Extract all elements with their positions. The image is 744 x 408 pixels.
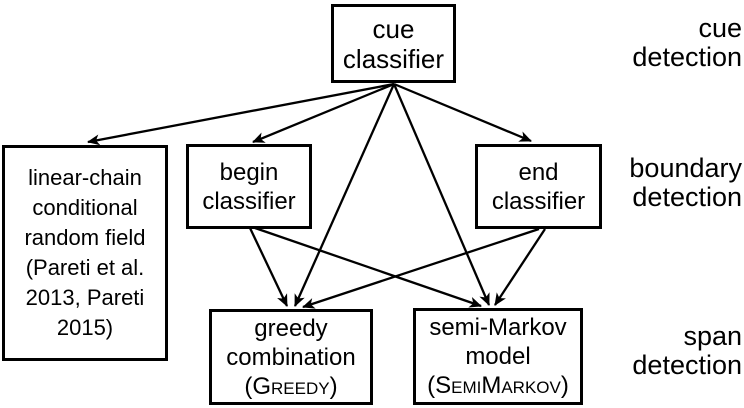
stage-label-span-detection: span detection [632, 322, 742, 380]
node-text-line: begin [219, 158, 279, 186]
arrow-begin-classifier-to-greedy-combination [248, 227, 289, 307]
stage-label-line: span [683, 321, 742, 351]
node-greedy-combination: greedy combination (Greedy) [209, 309, 373, 405]
node-text-line: 2015) [56, 315, 114, 340]
node-text-line: 2013, Pareti [25, 285, 145, 310]
node-text-line: greedy [254, 314, 328, 342]
node-text-line: combination [226, 343, 356, 371]
stage-label-boundary-detection: boundary detection [629, 154, 742, 212]
stage-label-line: boundary [629, 153, 742, 183]
node-text-line-smallcaps: (SemiMarkov) [427, 372, 569, 399]
node-text-line: classifier [342, 43, 445, 74]
node-text-line: classifier [491, 187, 586, 215]
node-text-line: (Pareti et al. [25, 255, 145, 280]
node-semi-markov-model: semi-Markov model (SemiMarkov) [413, 308, 583, 405]
stage-label-cue-detection: cue detection [632, 14, 742, 72]
node-text-line: end [518, 158, 559, 186]
arrow-cue-classifier-to-crf [87, 82, 395, 146]
node-text-line: linear-chain [28, 165, 142, 190]
arrow-cue-classifier-to-greedy-combination [293, 83, 396, 307]
node-text-line-smallcaps: (Greedy) [244, 372, 338, 400]
stage-label-line: detection [632, 182, 742, 212]
node-text-line: classifier [202, 187, 296, 215]
stage-label-line: cue [698, 13, 742, 43]
node-text-line: model [465, 343, 531, 370]
stage-label-line: detection [632, 350, 742, 380]
arrow-end-classifier-to-semi-markov [494, 228, 546, 306]
arrow-cue-classifier-to-end-classifier [393, 82, 532, 143]
stage-label-line: detection [632, 42, 742, 72]
node-end-classifier: end classifier [475, 144, 602, 229]
node-begin-classifier: begin classifier [186, 144, 312, 229]
node-text-line: random field [24, 225, 146, 250]
arrow-cue-classifier-to-semi-markov [392, 83, 491, 306]
node-text-line: conditional [32, 195, 138, 220]
node-linear-chain-crf: linear-chain conditional random field (P… [2, 145, 168, 361]
node-cue-classifier: cue classifier [331, 4, 456, 83]
arrow-end-classifier-to-greedy-combination [302, 227, 540, 309]
arrow-cue-classifier-to-begin-classifier [252, 82, 395, 144]
arrow-begin-classifier-to-semi-markov [254, 226, 482, 308]
node-text-line: cue [372, 13, 415, 44]
node-text-line: semi-Markov [429, 314, 567, 341]
